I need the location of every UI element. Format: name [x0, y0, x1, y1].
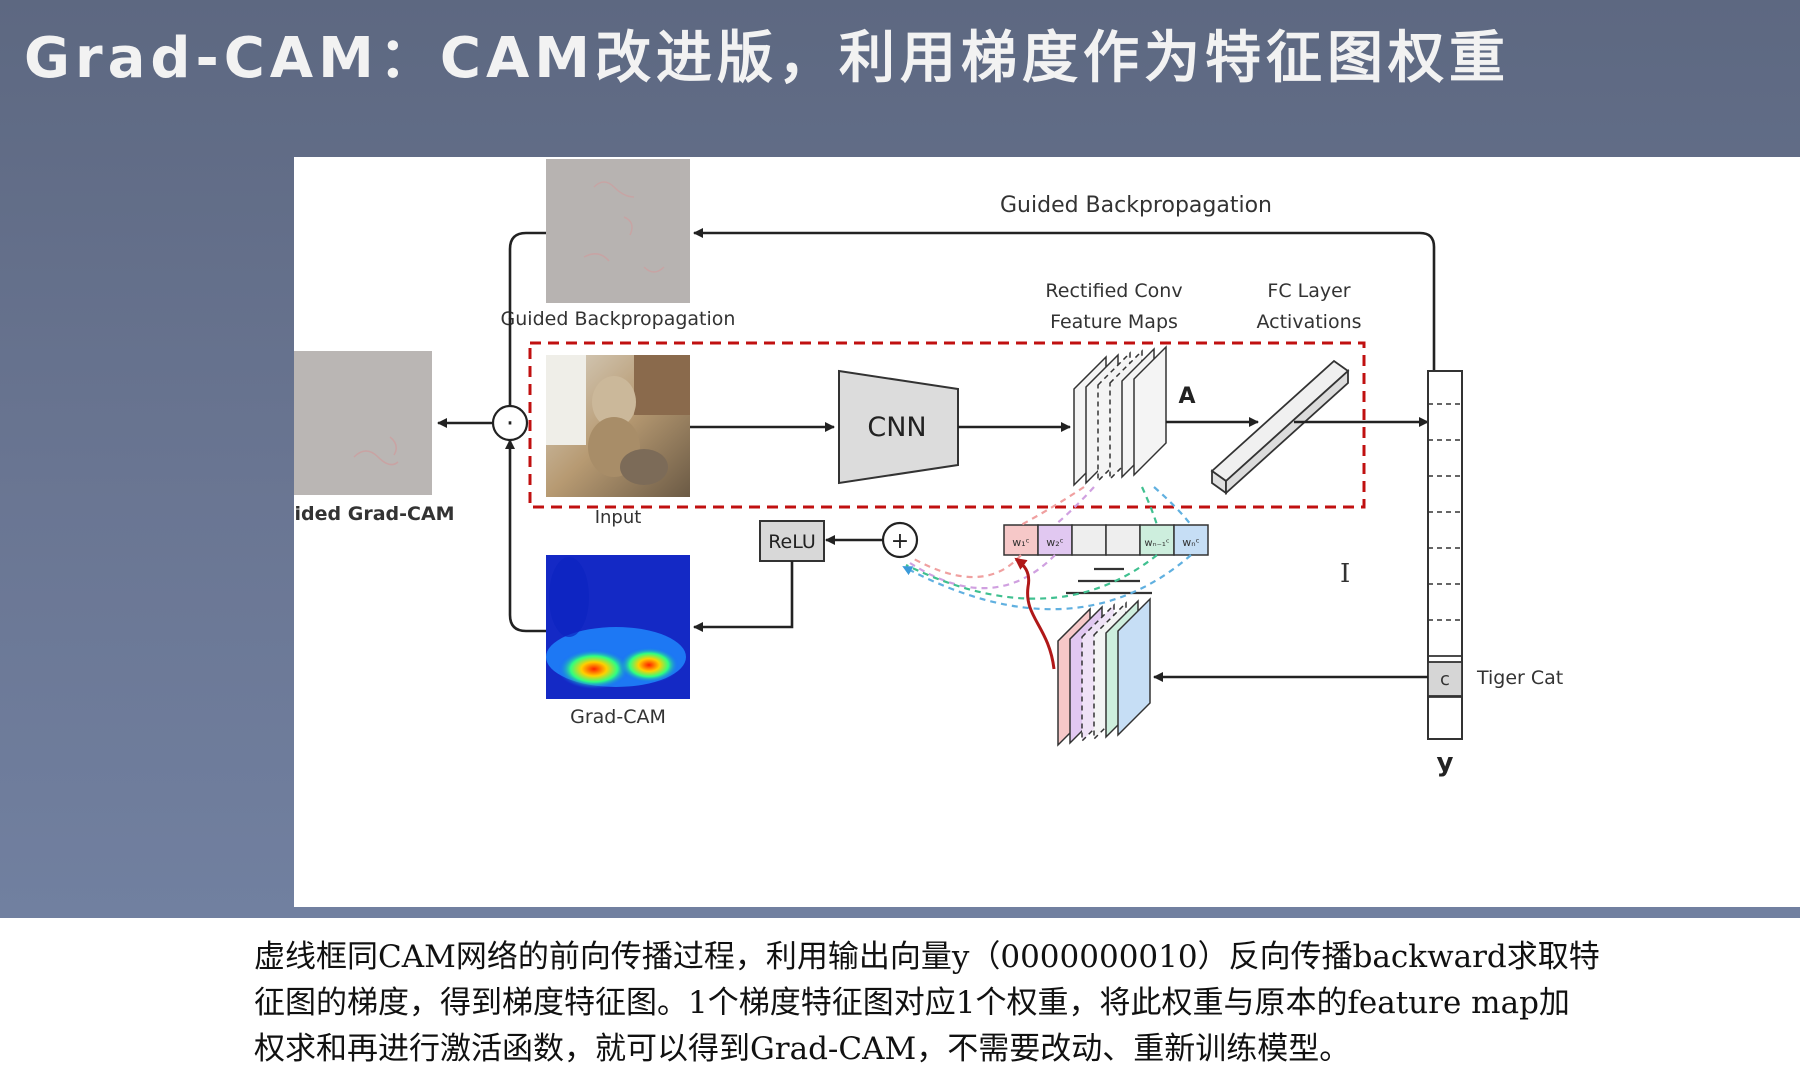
weight-n: wₙᶜ	[1182, 536, 1199, 549]
weight-2: w₂ᶜ	[1046, 536, 1063, 549]
feature-maps-label-1: Rectified Conv	[1045, 280, 1182, 302]
guided-backprop-feedback-arrow	[693, 228, 1436, 372]
gradcam-diagram: Guided Backpropagation Guided Backpropag…	[294, 159, 1563, 778]
weight-n-minus-1: wₙ₋₁ᶜ	[1144, 538, 1169, 549]
class-c-label: c	[1440, 669, 1450, 690]
relu-to-gradcam-arrow	[693, 561, 794, 632]
weight-vector	[1003, 524, 1209, 556]
y-label: y	[1437, 748, 1454, 778]
a-label: A	[1178, 384, 1195, 409]
slide-background: Grad-CAM：CAM改进版，利用梯度作为特征图权重	[0, 0, 1800, 918]
caption-line-1: 虚线框同CAM网络的前向传播过程，利用输出向量y（0000000010）反向传播…	[254, 939, 1600, 975]
slide-title: Grad-CAM：CAM改进版，利用梯度作为特征图权重	[24, 26, 1511, 91]
guided-gradcam-label: Guided Grad-CAM	[294, 503, 455, 525]
gradient-feature-maps	[1057, 597, 1151, 747]
fc-label-1: FC Layer	[1267, 280, 1350, 302]
guided-gradcam-image	[294, 351, 432, 495]
guided-backprop-top-label: Guided Backpropagation	[1000, 193, 1272, 218]
top-to-multiply-arrow	[505, 231, 546, 416]
sum-symbol: +	[891, 529, 909, 554]
caption: 虚线框同CAM网络的前向传播过程，利用输出向量y（0000000010）反向传播…	[254, 934, 1794, 1072]
gradcam-to-multiply-arrow	[505, 439, 546, 633]
fc-layer-activations	[1210, 359, 1350, 496]
guided-backprop-image	[546, 159, 690, 303]
weight-to-sum-curves	[902, 554, 1192, 611]
gradient-to-weight-annotation-arrow	[1014, 557, 1056, 670]
input-label: Input	[595, 507, 642, 528]
text-cursor-icon: I	[1340, 559, 1350, 589]
feature-to-weight-curves	[1020, 486, 1192, 526]
caption-line-2: 征图的梯度，得到梯度特征图。1个梯度特征图对应1个权重，将此权重与原本的feat…	[254, 985, 1570, 1021]
output-vector-y	[1427, 370, 1463, 740]
diagram-panel: Guided Backpropagation Guided Backpropag…	[294, 157, 1800, 907]
tiger-cat-label: Tiger Cat	[1476, 667, 1563, 689]
fc-label-2: Activations	[1256, 311, 1361, 333]
multiply-symbol: ·	[506, 409, 514, 439]
cnn-block	[838, 369, 959, 485]
relu-label: ReLU	[768, 531, 816, 553]
weight-1: w₁ᶜ	[1012, 536, 1029, 549]
feature-maps-label-2: Feature Maps	[1050, 311, 1178, 333]
cnn-label: CNN	[867, 412, 926, 443]
gradcam-label: Grad-CAM	[570, 706, 666, 728]
guided-backprop-image-label: Guided Backpropagation	[501, 308, 736, 330]
rectified-conv-feature-maps	[1073, 345, 1167, 487]
forward-pass-dashed-box	[528, 341, 1366, 509]
gradcam-heatmap	[546, 555, 690, 699]
pooling-symbol	[1066, 567, 1152, 595]
caption-line-3: 权求和再进行激活函数，就可以得到Grad-CAM，不需要改动、重新训练模型。	[254, 1031, 1351, 1067]
input-image	[546, 355, 690, 497]
